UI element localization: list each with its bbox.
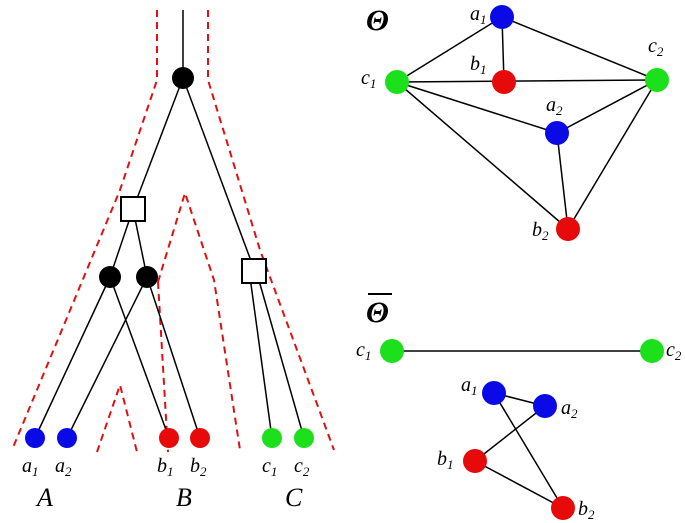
species-label-a: A <box>35 483 53 512</box>
theta-bar-edges <box>392 350 652 509</box>
theta-node-b1 <box>492 70 516 94</box>
theta-label-a1: a1 <box>470 3 487 27</box>
theta-node-b2 <box>556 217 580 241</box>
theta-bar-label-c1: c1 <box>356 339 371 363</box>
leaf-a2 <box>57 428 77 448</box>
theta-label-c1: c1 <box>361 67 376 91</box>
theta-bar-node-b2 <box>551 496 575 520</box>
gene-tree-internal-nodes <box>99 67 267 288</box>
species-label-b: B <box>176 483 192 512</box>
species-label-c: C <box>285 483 303 512</box>
theta-graph: Θ a1 b1 c1 c2 a2 b2 <box>361 3 669 243</box>
leaf-label-c2: c2 <box>294 455 310 479</box>
theta-bar-node-b1 <box>463 449 487 473</box>
duplication-node-c <box>241 258 267 284</box>
theta-node-a1 <box>490 5 514 29</box>
speciation-node-right <box>136 266 158 288</box>
leaf-a1 <box>25 428 45 448</box>
leaf-label-a1: a1 <box>22 455 39 479</box>
theta-bar-node-a2 <box>533 394 557 418</box>
theta-node-c2 <box>645 68 669 92</box>
leaf-label-b2: b2 <box>190 455 207 479</box>
speciation-node-left <box>99 266 121 288</box>
gene-tree-leaves <box>25 428 314 448</box>
leaf-b1 <box>159 428 179 448</box>
theta-node-c1 <box>385 70 409 94</box>
theta-bar-label-b1: b1 <box>437 448 454 472</box>
theta-label-b2: b2 <box>532 219 549 243</box>
theta-bar-graph: Θ c1 c2 a1 a2 b1 b2 <box>356 293 682 522</box>
leaf-label-b1: b1 <box>157 455 174 479</box>
species-tree-outer-right-boundary <box>207 10 335 451</box>
species-tree-outer-left-boundary <box>11 10 158 451</box>
theta-bar-label-a2: a2 <box>561 397 578 421</box>
theta-bar-node-a1 <box>482 381 506 405</box>
species-group-labels: A B C <box>35 483 303 512</box>
species-tree-boundaries <box>11 10 335 453</box>
theta-bar-label-c2: c2 <box>666 339 682 363</box>
theta-node-a2 <box>545 121 569 145</box>
root-speciation-node <box>172 67 194 89</box>
theta-label-c2: c2 <box>648 35 664 59</box>
gene-tree-edges <box>34 10 305 439</box>
theta-edges <box>396 16 658 230</box>
leaf-label-c1: c1 <box>262 455 277 479</box>
theta-label-b1: b1 <box>470 53 487 77</box>
theta-bar-label-a1: a1 <box>461 374 478 398</box>
theta-title: Θ <box>366 4 389 37</box>
theta-bar-node-c2 <box>640 339 664 363</box>
theta-label-a2: a2 <box>546 94 563 118</box>
leaf-label-a2: a2 <box>55 455 72 479</box>
duplication-node-a <box>120 196 146 222</box>
species-tree-inner-ab-boundary <box>96 381 138 453</box>
theta-bar-label-b2: b2 <box>578 498 595 522</box>
species-tree-inner-bc-boundary <box>157 189 241 451</box>
species-tree-inner-left-b-boundary <box>157 281 169 453</box>
gene-tree-leaf-labels: a1 a2 b1 b2 c1 c2 <box>22 455 310 479</box>
theta-bar-node-c1 <box>380 339 404 363</box>
leaf-c2 <box>294 428 314 448</box>
leaf-b2 <box>190 428 210 448</box>
theta-bar-title: Θ <box>366 296 389 329</box>
leaf-c1 <box>262 428 282 448</box>
